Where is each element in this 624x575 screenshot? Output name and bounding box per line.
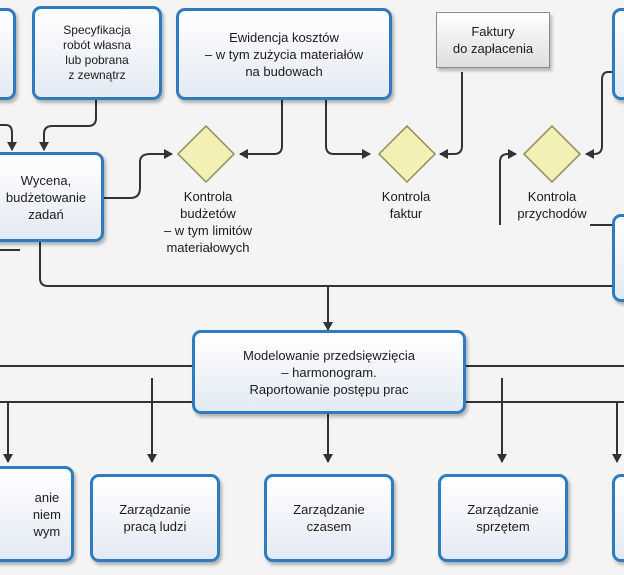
node-left-bottom-partial: anie niem wym (0, 466, 74, 562)
node-pricing: Wycena, budżetowanie zadań (0, 152, 104, 242)
node-modeling: Modelowanie przedsięwzięcia – harmonogra… (192, 330, 466, 414)
connector-line-revenue (499, 149, 517, 225)
label-invoice-control: Kontrola faktur (381, 189, 431, 221)
connector-costs-budget (239, 100, 283, 159)
label-revenue-control: Kontrola przychodów (517, 189, 587, 221)
label-budget-control: Kontrola budżetów – w tym limitów materi… (163, 189, 253, 255)
connector-pricing-budget (104, 149, 173, 199)
node-costs: Ewidencja kosztów – w tym zużycia materi… (176, 8, 392, 100)
connector-spec-pricing (39, 100, 97, 151)
node-right-mid-partial (612, 214, 624, 302)
connector-invoicenote-invoices (439, 72, 463, 159)
connector-leftbox-pricing (0, 124, 17, 151)
node-right-top-partial (612, 8, 624, 100)
decision-budget-diamond (176, 124, 236, 184)
node-spec: Specyfikacja robót własna lub pobrana z … (32, 6, 162, 100)
connector-rightbox-revenue (585, 71, 612, 159)
node-labor: Zarządzanie pracą ludzi (90, 474, 220, 562)
node-time: Zarządzanie czasem (264, 474, 394, 562)
decision-revenue-diamond (522, 124, 582, 184)
note-invoices: Faktury do zapłacenia (436, 12, 550, 68)
decision-invoices-diamond (377, 124, 437, 184)
node-right-bottom-partial (612, 474, 624, 562)
connector-pricing-bus (39, 242, 612, 287)
connector-costs-invoices (325, 100, 371, 159)
node-left-top-partial (0, 8, 16, 100)
node-equipment: Zarządzanie sprzętem (438, 474, 568, 562)
